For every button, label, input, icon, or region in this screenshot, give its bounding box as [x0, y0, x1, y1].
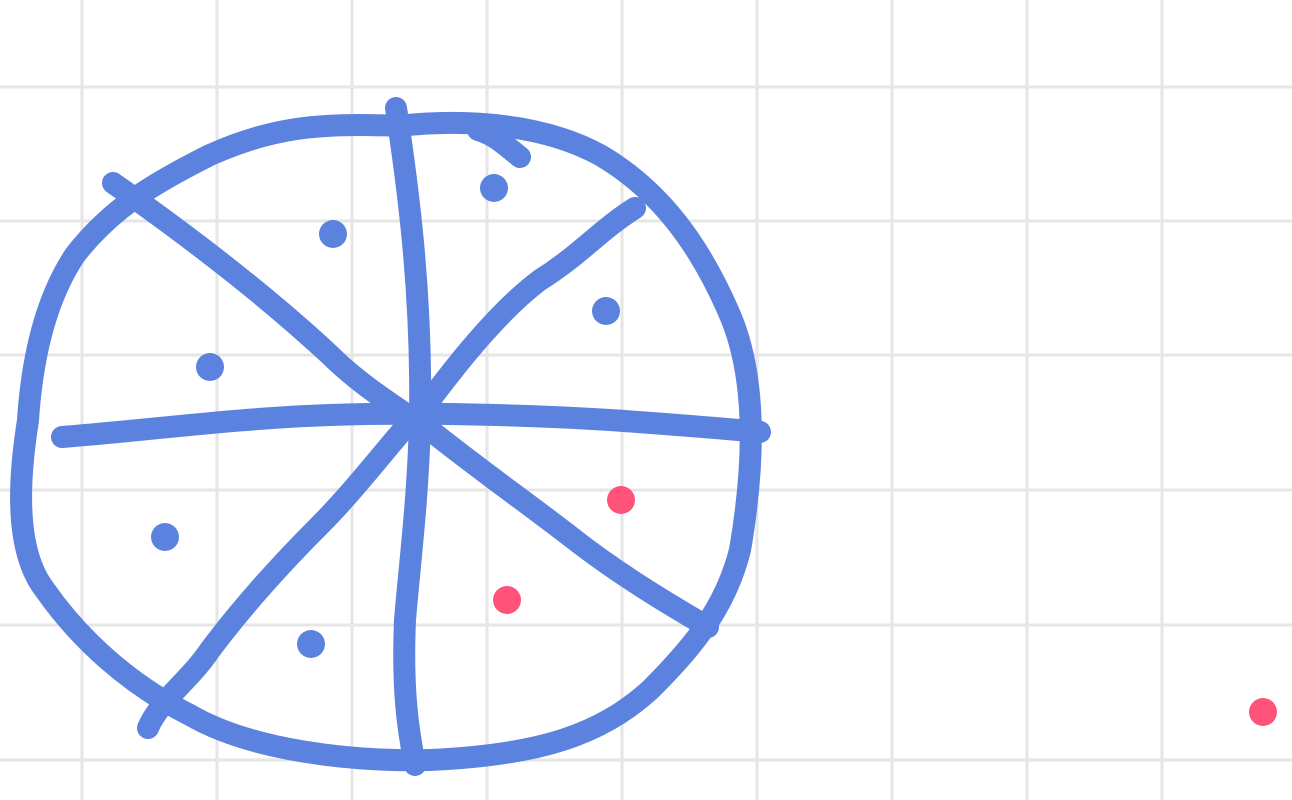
circle-outline-stroke: [10, 111, 762, 772]
slice-line-vertical: [385, 97, 432, 776]
slice-line-horizontal: [51, 402, 771, 448]
pink-dot: [607, 486, 635, 514]
pink-dot: [1249, 698, 1277, 726]
blue-dot: [297, 630, 325, 658]
blue-dot: [592, 297, 620, 325]
blue-dot: [151, 523, 179, 551]
slice-line-diagonal-down: [102, 172, 719, 638]
topping-dots: [151, 174, 1277, 726]
pizza-sketch: [10, 97, 771, 776]
handle-curl: [467, 119, 531, 168]
blue-dot: [319, 220, 347, 248]
pink-dot: [493, 586, 521, 614]
blue-dot: [480, 174, 508, 202]
blue-dot: [196, 353, 224, 381]
slice-line-diagonal-up: [137, 197, 646, 739]
